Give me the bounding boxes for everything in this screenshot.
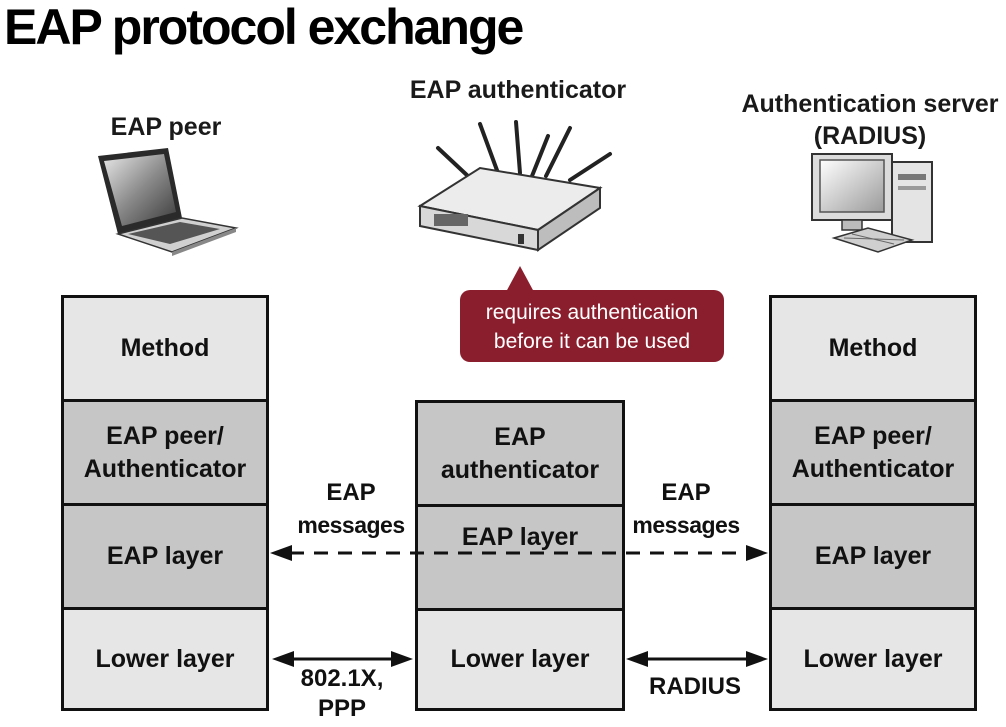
left-eap-messages-line2: messages [297, 512, 405, 538]
right-eap-messages-line1: EAP [661, 479, 711, 506]
auth-server-label: Authentication server (RADIUS) [730, 88, 1006, 152]
right-peer-auth-line1: EAP peer/ [814, 421, 932, 450]
left-lower-layer-text: Lower layer [95, 644, 235, 673]
middle-auth-line1: EAP [494, 422, 546, 451]
left-eap-layer: EAP layer [64, 506, 266, 610]
eap-authenticator-label: EAP authenticator [409, 76, 627, 104]
left-protocol-stack: Method EAP peer/ Authenticator EAP layer… [61, 295, 269, 711]
right-lower-arrowhead-right [746, 651, 768, 667]
right-eap-messages-label: EAP messages [621, 476, 751, 542]
middle-protocol-stack: EAP authenticator EAP layer Lower layer [415, 400, 625, 711]
middle-eap-layer-text: EAP layer [461, 523, 579, 551]
auth-server-label-line2: (RADIUS) [813, 122, 927, 150]
left-dashed-arrowhead [270, 545, 292, 561]
right-protocol-stack: Method EAP peer/ Authenticator EAP layer… [769, 295, 977, 711]
middle-auth-line2: authenticator [440, 455, 600, 484]
middle-eap-layer: EAP layer [418, 507, 622, 611]
middle-eap-authenticator-layer: EAP authenticator [418, 403, 622, 507]
right-eap-layer-text: EAP layer [814, 542, 932, 570]
right-eap-messages-line2: messages [632, 512, 740, 538]
callout-pointer [506, 266, 534, 292]
left-peer-auth-line1: EAP peer/ [106, 421, 224, 450]
left-lower-link-line2: PPP [317, 695, 367, 722]
right-lower-layer: Lower layer [772, 610, 974, 708]
right-lower-layer-text: Lower layer [803, 644, 943, 673]
eap-peer-label: EAP peer [110, 113, 222, 141]
left-peer-auth-line2: Authenticator [83, 454, 247, 483]
page-title: EAP protocol exchange [4, 0, 524, 55]
right-lower-arrowhead-left [626, 651, 648, 667]
left-method-text: Method [120, 334, 210, 362]
right-lower-link-label: RADIUS [648, 673, 741, 700]
right-dashed-arrowhead [746, 545, 768, 561]
auth-server-label-line1: Authentication server [741, 90, 999, 118]
middle-lower-layer: Lower layer [418, 611, 622, 708]
right-eap-peer-authenticator-layer: EAP peer/ Authenticator [772, 402, 974, 506]
left-method-layer: Method [64, 298, 266, 402]
right-peer-auth-line2: Authenticator [791, 454, 955, 483]
right-eap-layer: EAP layer [772, 506, 974, 610]
laptop-icon [98, 148, 239, 256]
left-lower-link-line1: 802.1X, [300, 665, 384, 692]
callout-line2: before it can be used [493, 330, 691, 353]
left-eap-messages-line1: EAP [326, 479, 376, 506]
left-eap-peer-authenticator-layer: EAP peer/ Authenticator [64, 402, 266, 506]
left-lower-layer: Lower layer [64, 610, 266, 708]
left-eap-layer-text: EAP layer [106, 542, 224, 570]
wireless-router-icon [417, 120, 612, 252]
authentication-callout: requires authentication before it can be… [460, 290, 724, 362]
left-eap-messages-label: EAP messages [286, 476, 416, 542]
callout-line1: requires authentication [485, 301, 699, 324]
right-method-text: Method [828, 334, 918, 362]
desktop-computer-icon [811, 153, 933, 253]
right-method-layer: Method [772, 298, 974, 402]
left-lower-link-label: 802.1X, PPP [282, 664, 402, 724]
middle-lower-layer-text: Lower layer [450, 645, 590, 673]
